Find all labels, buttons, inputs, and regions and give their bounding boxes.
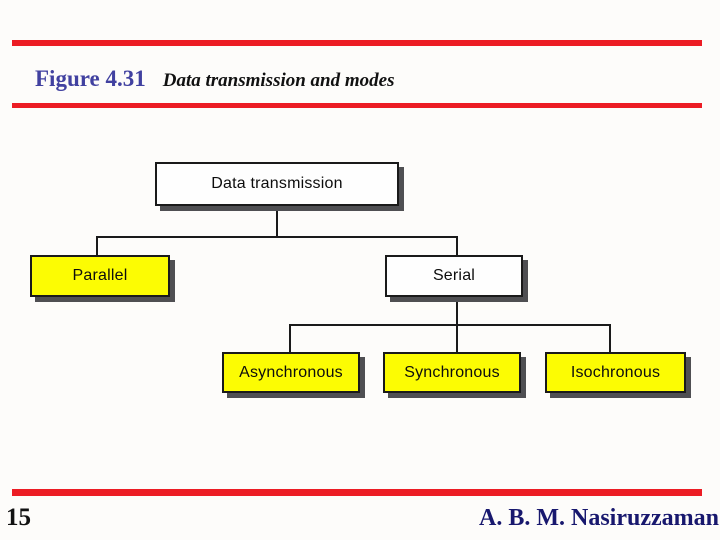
tree-node-isochronous: Isochronous (545, 352, 686, 393)
figure-title: Figure 4.31 Data transmission and modes (35, 66, 394, 92)
page-number: 15 (6, 504, 31, 531)
author-name: A. B. M. Nasiruzzaman (479, 505, 719, 531)
tree-node-parallel: Parallel (30, 255, 170, 297)
node-label: Asynchronous (239, 363, 343, 381)
node-label: Parallel (72, 267, 128, 284)
figure-caption: Data transmission and modes (162, 70, 395, 91)
footer-rule (12, 489, 702, 496)
node-label: Isochronous (570, 363, 661, 381)
node-label: Synchronous (404, 363, 500, 381)
tree-node-asynchronous: Asynchronous (222, 352, 360, 393)
node-label: Data transmission (211, 175, 343, 192)
node-label: Serial (432, 267, 476, 284)
tree-node-data-transmission: Data transmission (155, 162, 399, 206)
figure-number-label: Figure 4.31 (35, 66, 146, 91)
tree-node-serial: Serial (385, 255, 523, 297)
tree-node-synchronous: Synchronous (383, 352, 521, 393)
top-rule (12, 40, 702, 46)
title-underline-rule (12, 103, 702, 108)
